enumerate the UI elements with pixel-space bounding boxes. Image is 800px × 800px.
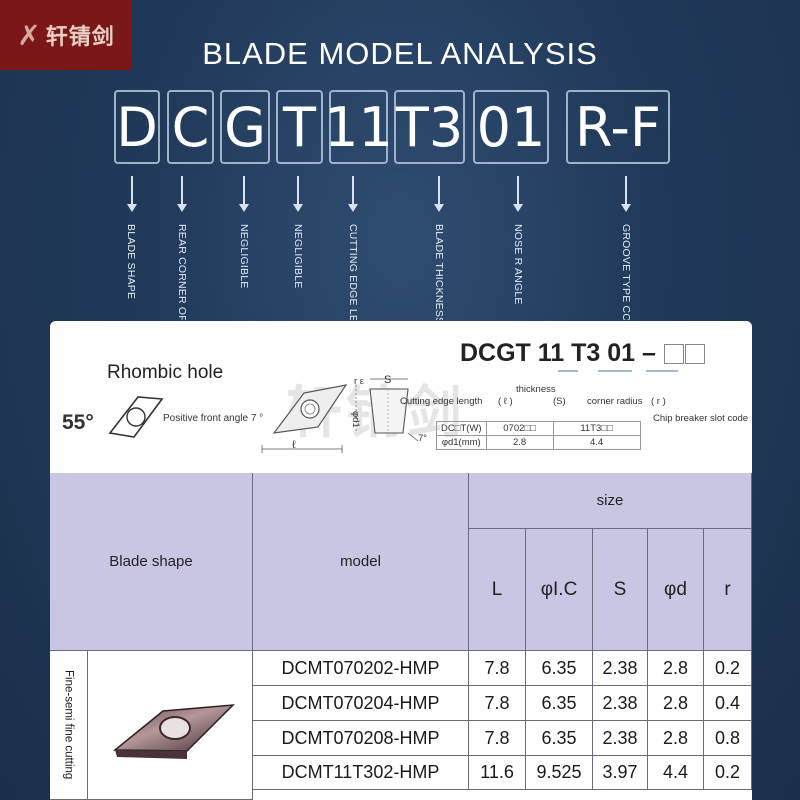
category-cell: Fine-semi fine cutting <box>50 651 88 800</box>
shape-label: Rhombic hole <box>107 362 224 383</box>
insert-dimension-drawing <box>261 378 419 453</box>
arrow-down-icon <box>238 176 250 216</box>
positive-angle-label: Positive front angle 7 ° <box>163 413 264 424</box>
category-label: Fine-semi fine cutting <box>62 670 75 780</box>
code-part-11: 11 <box>324 90 393 164</box>
mini-cell: 4.4 <box>552 435 641 450</box>
header-size-l: L <box>469 529 526 651</box>
row-1-r: 0.2 <box>704 651 752 686</box>
header-model: model <box>253 473 469 651</box>
code-pointer-lines <box>558 370 678 372</box>
s-paren: (S) <box>553 396 566 407</box>
arrow-down-icon <box>512 176 524 216</box>
row-2-ic: 6.35 <box>526 686 593 721</box>
row-2-model: DCMT070204-HMP <box>253 686 469 721</box>
row-1-d: 2.8 <box>648 651 704 686</box>
row-3-ic: 6.35 <box>526 721 593 756</box>
thickness-label: thickness <box>516 384 556 395</box>
header-size-d: φd <box>648 529 704 651</box>
row-2-d: 2.8 <box>648 686 704 721</box>
mini-cell: DC□T(W) <box>436 421 487 436</box>
placeholder-box-2 <box>684 344 705 365</box>
row-4-s: 3.97 <box>593 756 648 790</box>
label-blade-shape: BLADE SHAPE <box>125 224 137 300</box>
row-2-r: 0.4 <box>704 686 752 721</box>
label-groove-type-code: GROOVE TYPE CODE <box>620 224 632 320</box>
row-3-r: 0.8 <box>704 721 752 756</box>
row-3-d: 2.8 <box>648 721 704 756</box>
brand-logo: ✗ 轩锖剑 <box>0 0 132 70</box>
arrow-down-icon <box>620 176 632 216</box>
row-2-l: 7.8 <box>469 686 526 721</box>
insert-image-cell <box>88 651 253 800</box>
row-1-ic: 6.35 <box>526 651 593 686</box>
mini-cell: φd1(mm) <box>436 435 487 450</box>
code-part-t: T <box>276 90 323 164</box>
cutting-edge-length-label: Cutting edge length <box>400 396 483 407</box>
dim-7: 7° <box>418 433 428 444</box>
spec-table: Blade shape model size L φI.C S φd r Fin… <box>50 473 752 800</box>
code-part-t3: T3 <box>394 90 465 164</box>
diagram-model-code: DCGT 11 T3 01 – <box>460 339 705 368</box>
l-paren: ( ℓ ) <box>498 396 513 407</box>
mini-cell: 11T3□□ <box>552 421 641 436</box>
label-negligible-2: NEGLIGIBLE <box>292 224 304 289</box>
header-size: size <box>469 473 752 529</box>
header-blade-shape: Blade shape <box>50 473 253 651</box>
arrow-down-icon <box>176 176 188 216</box>
row-3-l: 7.8 <box>469 721 526 756</box>
corner-radius-label: corner radius <box>587 396 643 407</box>
arrow-down-icon <box>347 176 359 216</box>
header-size-s: S <box>593 529 648 651</box>
rhombic-insert-icon <box>108 396 164 438</box>
row-2-s: 2.38 <box>593 686 648 721</box>
dim-re: r ε <box>354 376 365 387</box>
row-4-l: 11.6 <box>469 756 526 790</box>
label-blade-thickness: BLADE THICKNESS <box>433 224 445 320</box>
insert-diagram: 轩锖剑 Rhombic hole 55° Positive front angl… <box>50 321 752 473</box>
page-title: BLADE MODEL ANALYSIS <box>202 36 598 71</box>
header-size-ic: φI.C <box>526 529 593 651</box>
arrow-down-icon <box>433 176 445 216</box>
code-part-rf: R-F <box>566 90 670 164</box>
spec-panel: 轩锖剑 Rhombic hole 55° Positive front angl… <box>50 321 752 800</box>
row-4-ic: 9.525 <box>526 756 593 790</box>
row-1-l: 7.8 <box>469 651 526 686</box>
code-part-01: 01 <box>473 90 549 164</box>
header-size-r: r <box>704 529 752 651</box>
label-rear-corner: REAR CORNER OF BLADE <box>176 224 188 320</box>
mini-cell: 2.8 <box>485 435 554 450</box>
insert-photo-icon <box>112 704 235 759</box>
row-4-d: 4.4 <box>648 756 704 790</box>
code-part-g: G <box>220 90 270 164</box>
logo-text: 轩锖剑 <box>45 24 115 49</box>
logo-mark-icon: ✗ <box>17 19 42 51</box>
row-1-model: DCMT070202-HMP <box>253 651 469 686</box>
label-nose-r-angle: NOSE R ANGLE <box>512 224 524 305</box>
chip-breaker-label: Chip breaker slot code <box>653 413 749 424</box>
code-part-d: D <box>114 90 160 164</box>
dim-l: ℓ <box>292 439 296 451</box>
row-4-model: DCMT11T302-HMP <box>253 756 469 790</box>
arrow-down-icon <box>126 176 138 216</box>
row-4-r: 0.2 <box>704 756 752 790</box>
dim-d1: φd1 <box>350 411 361 428</box>
mini-cell: 0702□□ <box>485 421 554 436</box>
row-3-s: 2.38 <box>593 721 648 756</box>
dim-s: S <box>384 374 392 386</box>
placeholder-box-1 <box>663 344 684 365</box>
r-paren: ( r ) <box>651 396 666 407</box>
diagram-model-code-text: DCGT 11 T3 01 – <box>460 339 656 367</box>
label-cutting-edge-length: CUTTING EDGE LENGTH <box>347 224 359 320</box>
angle-label: 55° <box>62 411 94 434</box>
arrow-down-icon <box>292 176 304 216</box>
label-negligible-1: NEGLIGIBLE <box>238 224 250 289</box>
d1-spec-table: DC□T(W) 0702□□ 11T3□□ φd1(mm) 2.8 4.4 <box>436 421 641 450</box>
row-3-model: DCMT070208-HMP <box>253 721 469 756</box>
row-1-s: 2.38 <box>593 651 648 686</box>
model-code-row: D C G T 11 T3 01 R-F <box>0 90 800 170</box>
code-part-c: C <box>167 90 214 164</box>
